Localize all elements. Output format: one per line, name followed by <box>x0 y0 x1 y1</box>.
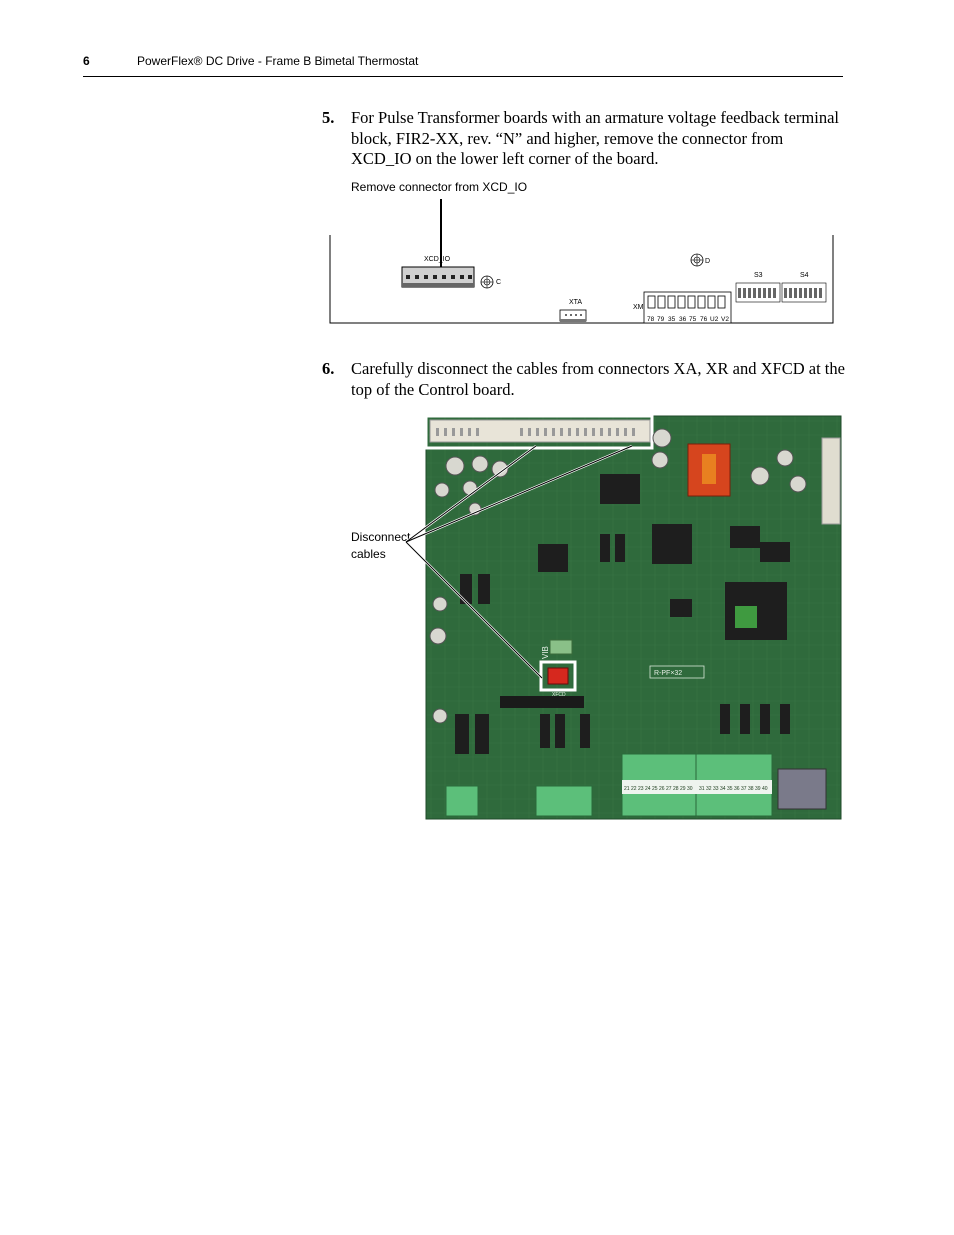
dip-switch-s3 <box>735 282 781 303</box>
terminal-number: 23 <box>638 786 644 792</box>
side-connector <box>821 437 841 525</box>
d-label: D <box>705 258 710 265</box>
xcd-io-connector <box>401 266 475 288</box>
xfcd-connector <box>547 667 569 685</box>
xm-terminal-label: 36 <box>679 316 687 323</box>
vib-label: VIB <box>541 646 550 659</box>
board-id-box <box>649 665 705 679</box>
terminal-number: 34 <box>720 786 726 792</box>
terminal-number: 25 <box>652 786 658 792</box>
running-header: PowerFlex® DC Drive - Frame B Bimetal Th… <box>137 54 419 68</box>
ribbon-header <box>500 696 584 708</box>
screw-d-icon <box>690 253 704 267</box>
callout-leader-lines-outline <box>405 445 633 679</box>
callout-line-2: cables <box>351 547 386 561</box>
xcd-io-label: XCD_IO <box>424 256 451 263</box>
s4-label: S4 <box>800 272 809 279</box>
terminal-number: 37 <box>741 786 747 792</box>
terminal-number: 22 <box>631 786 637 792</box>
xm-terminal-label: 76 <box>700 316 708 323</box>
terminal-number: 21 <box>624 786 630 792</box>
terminal-number: 24 <box>645 786 651 792</box>
step-text: For Pulse Transformer boards with an arm… <box>351 108 839 168</box>
step-6: 6. Carefully disconnect the cables from … <box>322 359 847 400</box>
xm-terminal-block: 78 79 35 36 75 76 U2 V2 <box>643 291 732 324</box>
terminal-number: 30 <box>687 786 693 792</box>
d-sub-connector <box>777 768 827 810</box>
page-number: 6 <box>83 54 90 68</box>
step-number: 6. <box>322 359 335 378</box>
terminal-blocks <box>445 753 773 817</box>
terminal-number: 26 <box>659 786 665 792</box>
step-number: 5. <box>322 108 335 127</box>
xm-terminal-label: 35 <box>668 316 676 323</box>
resistor-array <box>455 534 790 754</box>
c-label: C <box>496 279 501 286</box>
board-outline <box>329 235 834 324</box>
capacitors <box>429 428 807 724</box>
callout-line-1: Disconnect <box>351 530 411 544</box>
terminal-number: 36 <box>734 786 740 792</box>
transformer-core <box>702 454 716 484</box>
vib-connector <box>549 639 573 655</box>
ic-label-sticker <box>735 606 757 628</box>
terminal-number: 32 <box>706 786 712 792</box>
xta-label: XTA <box>569 299 582 306</box>
terminal-number: 28 <box>673 786 679 792</box>
terminal-number: 39 <box>755 786 761 792</box>
step-5: 5. For Pulse Transformer boards with an … <box>322 108 847 170</box>
xm-terminal-label: 78 <box>647 316 655 323</box>
step-text: Carefully disconnect the cables from con… <box>351 359 845 399</box>
terminal-number: 38 <box>748 786 754 792</box>
dip-switch-s4 <box>781 282 827 303</box>
highlight-top-connectors <box>424 414 654 450</box>
terminal-number: 29 <box>680 786 686 792</box>
xm-terminal-label: 75 <box>689 316 697 323</box>
header-rule <box>83 76 843 77</box>
ics <box>538 474 790 640</box>
terminal-number: 27 <box>666 786 672 792</box>
terminal-number: 40 <box>762 786 768 792</box>
xm-label: XM <box>633 304 644 311</box>
board-id-label: R-PF×32 <box>654 670 682 677</box>
xm-terminal-label: V2 <box>721 316 729 323</box>
s3-label: S3 <box>754 272 763 279</box>
terminal-number: 33 <box>713 786 719 792</box>
screw-c-icon <box>480 275 494 289</box>
figure1-board-diagram: XCD_IO C D XTA XM <box>329 199 834 324</box>
figure2-control-board-photo: VIB XFCD R-PF×32 21 22 23 24 25 26 27 28… <box>405 414 842 820</box>
xm-terminal-label: 79 <box>657 316 665 323</box>
xta-connector <box>559 309 587 322</box>
terminal-number: 31 <box>699 786 705 792</box>
figure1-callout: Remove connector from XCD_IO <box>351 180 528 194</box>
figure2-callout: Disconnect cables <box>351 529 410 563</box>
xfcd-label: XFCD <box>552 692 566 698</box>
terminal-numbers: 21 22 23 24 25 26 27 28 29 30 31 32 33 3… <box>624 786 768 792</box>
terminal-number: 35 <box>727 786 733 792</box>
top-connectors <box>429 419 651 443</box>
xm-terminal-label: U2 <box>710 316 719 323</box>
